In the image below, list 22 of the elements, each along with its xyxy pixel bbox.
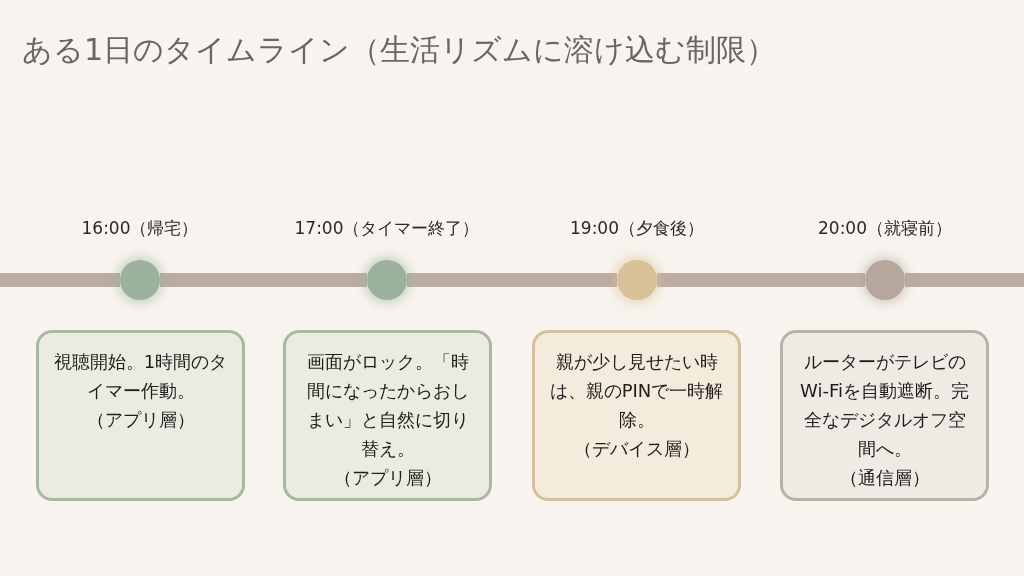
event-description: 画面がロック。「時間になったからおしまい」と自然に切り替え。 <box>305 350 470 461</box>
time-label: 16:00（帰宅） <box>81 217 199 240</box>
time-label: 20:00（就寝前） <box>818 217 952 240</box>
timeline-bar <box>657 273 865 287</box>
layer-label: （アプリ層） <box>86 408 195 432</box>
diagram-title: ある1日のタイムライン（生活リズムに溶け込む制限） <box>22 31 777 69</box>
layer-label: （デバイス層） <box>573 437 700 461</box>
time-label: 19:00（夕食後） <box>570 217 704 240</box>
event-card <box>532 330 741 501</box>
timeline-bar <box>407 273 617 287</box>
timeline-bar <box>905 273 1024 287</box>
event-description: ルーターがテレビのWi-Fiを自動遮断。完全なデジタルオフ空間へ。 <box>799 350 970 461</box>
time-label: 17:00（タイマー終了） <box>294 217 480 240</box>
timeline-bar <box>160 273 367 287</box>
timeline-bar <box>0 273 120 287</box>
event-card <box>36 330 245 501</box>
layer-label: （アプリ層） <box>333 466 442 490</box>
event-card <box>283 330 492 501</box>
layer-label: （通信層） <box>839 466 930 490</box>
event-description: 視聴開始。1時間のタイマー作動。 <box>53 350 228 403</box>
event-description: 親が少し見せたい時は、親のPINで一時解除。 <box>549 350 724 432</box>
event-card <box>780 330 989 501</box>
